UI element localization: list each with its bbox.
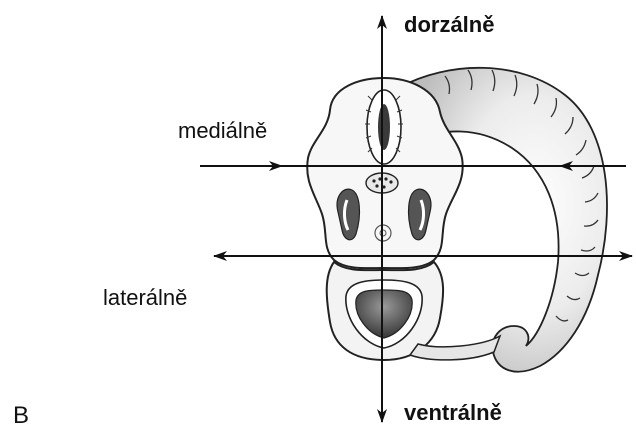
label-dorsal: dorzálně (404, 14, 494, 36)
cross-section (307, 78, 463, 360)
label-medial: mediálně (178, 120, 267, 142)
label-lateral: laterálně (103, 287, 187, 309)
panel-letter: B (13, 404, 29, 428)
label-ventral: ventrálně (404, 402, 502, 424)
